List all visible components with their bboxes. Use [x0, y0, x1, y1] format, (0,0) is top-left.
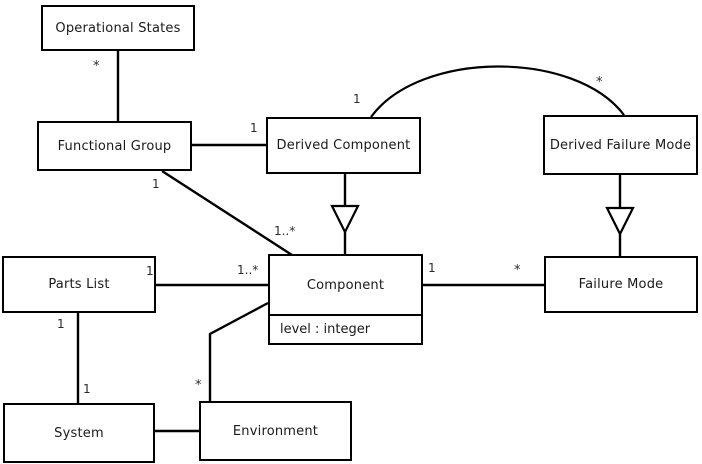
class-box-system[interactable]: System	[3, 403, 155, 463]
class-name-system: System	[54, 425, 104, 441]
multiplicity-derived-failure-mode-target: *	[596, 75, 603, 90]
multiplicity-parts-list-system: 1	[57, 317, 65, 331]
multiplicity-operational-states-functional-group: *	[93, 59, 100, 74]
edge-functional-group-component	[161, 169, 293, 257]
multiplicity-failure-mode-component: *	[514, 263, 521, 278]
multiplicity-system-parts-list: 1	[83, 382, 91, 396]
generalization-triangle-derived-failure-mode	[605, 206, 635, 237]
class-box-component[interactable]: Component level : integer	[268, 254, 423, 345]
multiplicity-functional-group-derived-component: 1	[250, 121, 258, 135]
class-name-functional-group: Functional Group	[57, 138, 172, 154]
class-box-parts-list[interactable]: Parts List	[2, 256, 156, 313]
class-box-failure-mode[interactable]: Failure Mode	[544, 256, 698, 313]
class-box-derived-failure-mode[interactable]: Derived Failure Mode	[543, 115, 698, 175]
class-name-parts-list: Parts List	[48, 277, 110, 292]
multiplicity-component-functional-group: 1..*	[274, 224, 296, 238]
edge-derived-component-derived-failure-mode	[370, 65, 625, 118]
class-box-operational-states[interactable]: Operational States	[41, 5, 195, 51]
class-name-derived-failure-mode: Derived Failure Mode	[549, 137, 692, 153]
multiplicity-parts-list-component: 1	[146, 264, 154, 278]
class-name-derived-component: Derived Component	[276, 138, 411, 153]
multiplicity-component-environment: *	[195, 378, 202, 393]
class-attribute-component-level: level : integer	[270, 314, 421, 343]
edge-component-environment	[208, 301, 269, 401]
multiplicity-derived-component-source: 1	[353, 92, 361, 106]
class-box-derived-component[interactable]: Derived Component	[266, 117, 421, 174]
class-name-component: Component	[306, 277, 385, 293]
multiplicity-component-parts-list: 1..*	[237, 263, 259, 277]
multiplicity-component-failure-mode: 1	[428, 261, 436, 275]
class-name-failure-mode: Failure Mode	[578, 277, 664, 292]
class-name-environment: Environment	[232, 423, 319, 439]
multiplicity-functional-group-component: 1	[152, 177, 160, 191]
class-name-operational-states: Operational States	[55, 20, 181, 36]
class-box-environment[interactable]: Environment	[199, 401, 352, 461]
generalization-triangle-derived-component	[330, 204, 360, 235]
class-box-functional-group[interactable]: Functional Group	[37, 121, 192, 171]
